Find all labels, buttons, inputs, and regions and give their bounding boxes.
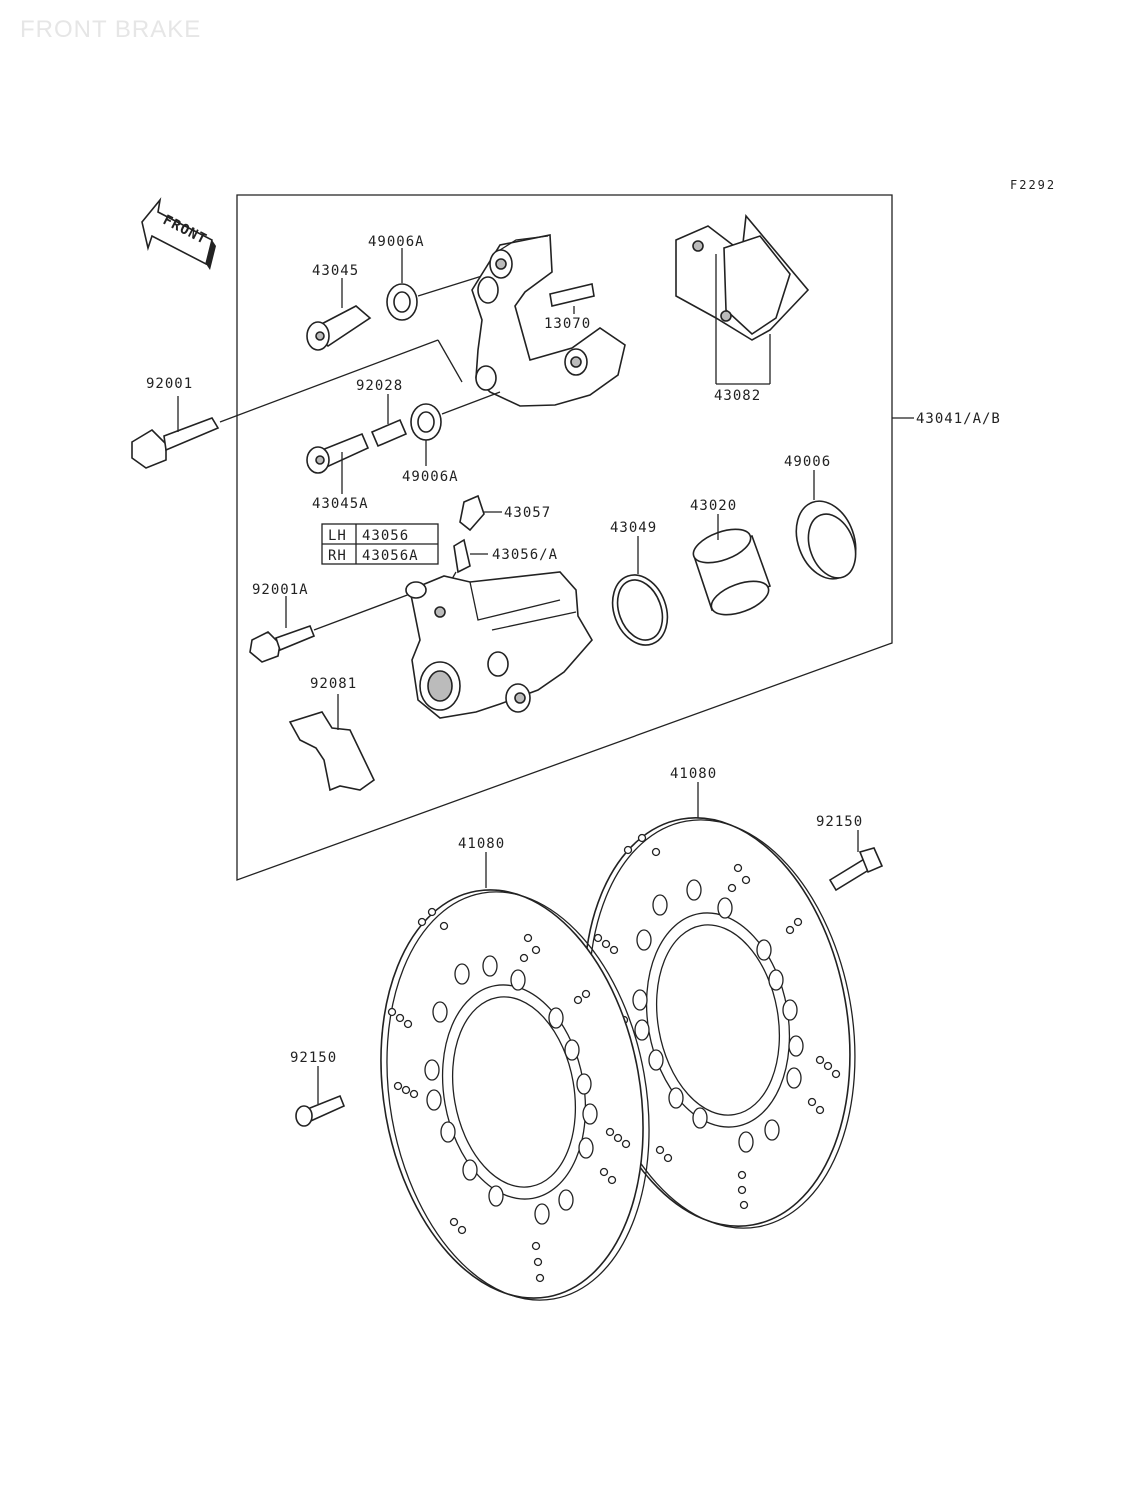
callout-49006A-top: 49006A — [368, 234, 425, 250]
callout-43045: 43045 — [312, 263, 359, 279]
callout-43056A: 43056/A — [492, 547, 558, 563]
caliper-assembly-frame — [236, 194, 893, 881]
front-arrow-icon: FRONT — [141, 197, 216, 270]
variant-row-side: LH — [328, 528, 347, 544]
variant-row-part: 43056A — [362, 548, 419, 564]
callout-49006: 49006 — [784, 454, 831, 470]
callout-92081: 92081 — [310, 676, 357, 692]
callout-92028: 92028 — [356, 378, 403, 394]
page-watermark: FRONT BRAKE — [20, 16, 202, 43]
callout-43041: 43041/A/B — [916, 411, 1001, 427]
variant-row-side: RH — [328, 548, 347, 564]
brake-pads-43082 — [675, 214, 810, 385]
piston-43020 — [692, 514, 772, 616]
boot-49006A-bottom — [410, 391, 501, 466]
bolt-92001A — [249, 593, 411, 663]
callout-92150-right: 92150 — [816, 814, 863, 830]
dust-boot-49006 — [795, 470, 857, 580]
caliper-body — [405, 571, 593, 719]
bleeder-cap-43057 — [459, 494, 502, 532]
disc-bolt-92150-right — [828, 830, 884, 892]
caliper-bracket — [471, 234, 626, 407]
pad-spring-13070 — [549, 283, 595, 314]
variant-table: LH 43056 RH 43056A — [321, 523, 439, 565]
bolt-92001 — [131, 339, 463, 469]
variant-row-part: 43056 — [362, 528, 409, 544]
callout-49006A-bottom: 49006A — [402, 469, 459, 485]
pin-43045A — [306, 432, 370, 494]
callout-92150-left: 92150 — [290, 1050, 337, 1066]
sleeve-92028 — [370, 394, 408, 448]
callout-43057: 43057 — [504, 505, 551, 521]
callout-41080-left: 41080 — [458, 836, 505, 852]
bleeder-valve-43056 — [439, 538, 488, 601]
brake-disc-41080-right — [583, 782, 856, 1229]
piston-seal-43049 — [611, 536, 669, 646]
callout-43045A: 43045A — [312, 496, 369, 512]
pin-43045 — [306, 278, 372, 351]
callout-92001: 92001 — [146, 376, 193, 392]
callout-41080-right: 41080 — [670, 766, 717, 782]
callout-43049: 43049 — [610, 520, 657, 536]
callout-92001A: 92001A — [252, 582, 309, 598]
boot-49006A-top — [386, 248, 483, 321]
callout-43020: 43020 — [690, 498, 737, 514]
callout-13070: 13070 — [544, 316, 591, 332]
pad-spring-92081 — [288, 694, 376, 792]
callout-43082: 43082 — [714, 388, 761, 404]
disc-bolt-92150-left — [295, 1066, 346, 1127]
brake-disc-41080-left — [380, 852, 650, 1301]
figure-code: F2292 — [1010, 178, 1057, 192]
